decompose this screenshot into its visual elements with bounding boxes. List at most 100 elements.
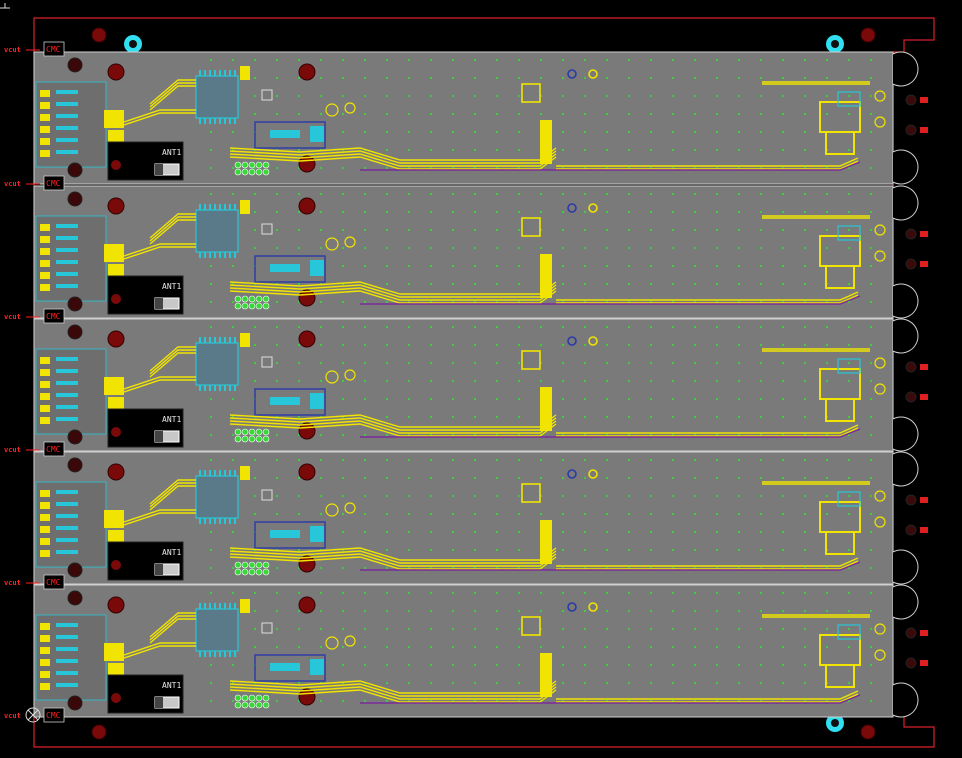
via bbox=[847, 282, 851, 286]
via bbox=[737, 94, 741, 98]
test-pad-icon bbox=[255, 168, 263, 176]
via bbox=[451, 343, 455, 347]
mount-hole-icon bbox=[67, 457, 83, 473]
connector-trace bbox=[56, 502, 78, 506]
via bbox=[495, 458, 499, 462]
mount-hole-icon bbox=[298, 63, 316, 81]
mcu-pin bbox=[224, 204, 226, 210]
via bbox=[297, 325, 301, 329]
via bbox=[429, 609, 433, 613]
via bbox=[319, 379, 323, 383]
pad bbox=[104, 377, 124, 395]
tooling-hole-center-icon bbox=[831, 40, 839, 48]
via bbox=[451, 210, 455, 214]
test-pad-icon bbox=[262, 302, 270, 310]
connector-pad bbox=[40, 369, 50, 376]
via bbox=[231, 433, 235, 437]
via bbox=[319, 433, 323, 437]
connector-trace bbox=[56, 90, 78, 94]
via bbox=[869, 210, 873, 214]
via bbox=[847, 112, 851, 116]
via bbox=[297, 343, 301, 347]
via bbox=[561, 192, 565, 196]
mcu-pin bbox=[209, 518, 211, 524]
trace bbox=[556, 693, 859, 703]
test-pad-icon bbox=[241, 561, 249, 569]
via bbox=[451, 530, 455, 534]
via bbox=[561, 361, 565, 365]
via bbox=[671, 645, 675, 649]
via bbox=[363, 325, 367, 329]
via bbox=[803, 458, 807, 462]
connector-pad bbox=[540, 387, 552, 431]
mcu-pin bbox=[199, 337, 201, 343]
via bbox=[407, 325, 411, 329]
via-ring-icon bbox=[874, 490, 886, 502]
connector-trace bbox=[56, 671, 78, 675]
via bbox=[341, 300, 345, 304]
via bbox=[847, 379, 851, 383]
mcu-pin bbox=[234, 204, 236, 210]
led-pad-icon bbox=[905, 228, 917, 240]
via bbox=[341, 192, 345, 196]
via bbox=[671, 325, 675, 329]
via bbox=[407, 609, 411, 613]
via bbox=[385, 148, 389, 152]
via bbox=[803, 548, 807, 552]
via bbox=[649, 246, 653, 250]
via bbox=[781, 282, 785, 286]
via bbox=[715, 530, 719, 534]
test-pad-icon bbox=[241, 701, 249, 709]
via bbox=[341, 627, 345, 631]
via bbox=[517, 228, 521, 232]
via bbox=[649, 609, 653, 613]
trace bbox=[360, 428, 861, 438]
pad bbox=[240, 599, 250, 613]
via bbox=[847, 76, 851, 80]
test-pad-icon bbox=[234, 701, 242, 709]
mount-hole-icon bbox=[67, 324, 83, 340]
via bbox=[363, 566, 367, 570]
mcu-pin bbox=[199, 518, 201, 524]
via bbox=[451, 476, 455, 480]
via bbox=[517, 458, 521, 462]
via bbox=[561, 246, 565, 250]
trace bbox=[149, 346, 196, 372]
connector-trace bbox=[56, 248, 78, 252]
cmc-label: CMC bbox=[46, 711, 61, 720]
connector-pad bbox=[40, 659, 50, 666]
via bbox=[253, 494, 257, 498]
via bbox=[429, 210, 433, 214]
mcu-pin bbox=[219, 70, 221, 76]
via bbox=[407, 58, 411, 62]
trace bbox=[149, 618, 196, 644]
via bbox=[517, 397, 521, 401]
via bbox=[385, 566, 389, 570]
via bbox=[385, 591, 389, 595]
via bbox=[407, 494, 411, 498]
mcu-pin bbox=[229, 470, 231, 476]
via bbox=[385, 379, 389, 383]
via bbox=[561, 148, 565, 152]
via bbox=[759, 530, 763, 534]
via bbox=[473, 76, 477, 80]
via bbox=[407, 397, 411, 401]
via bbox=[605, 210, 609, 214]
via bbox=[473, 130, 477, 134]
test-pad-icon bbox=[248, 428, 256, 436]
cmc-box bbox=[43, 308, 65, 324]
via bbox=[319, 343, 323, 347]
via bbox=[649, 210, 653, 214]
via bbox=[759, 663, 763, 667]
via bbox=[605, 282, 609, 286]
via-ring-icon bbox=[567, 336, 577, 346]
connector-trace bbox=[56, 683, 78, 687]
pad bbox=[240, 200, 250, 214]
via bbox=[209, 130, 213, 134]
via bbox=[583, 210, 587, 214]
via bbox=[253, 166, 257, 170]
via bbox=[319, 94, 323, 98]
via bbox=[517, 476, 521, 480]
